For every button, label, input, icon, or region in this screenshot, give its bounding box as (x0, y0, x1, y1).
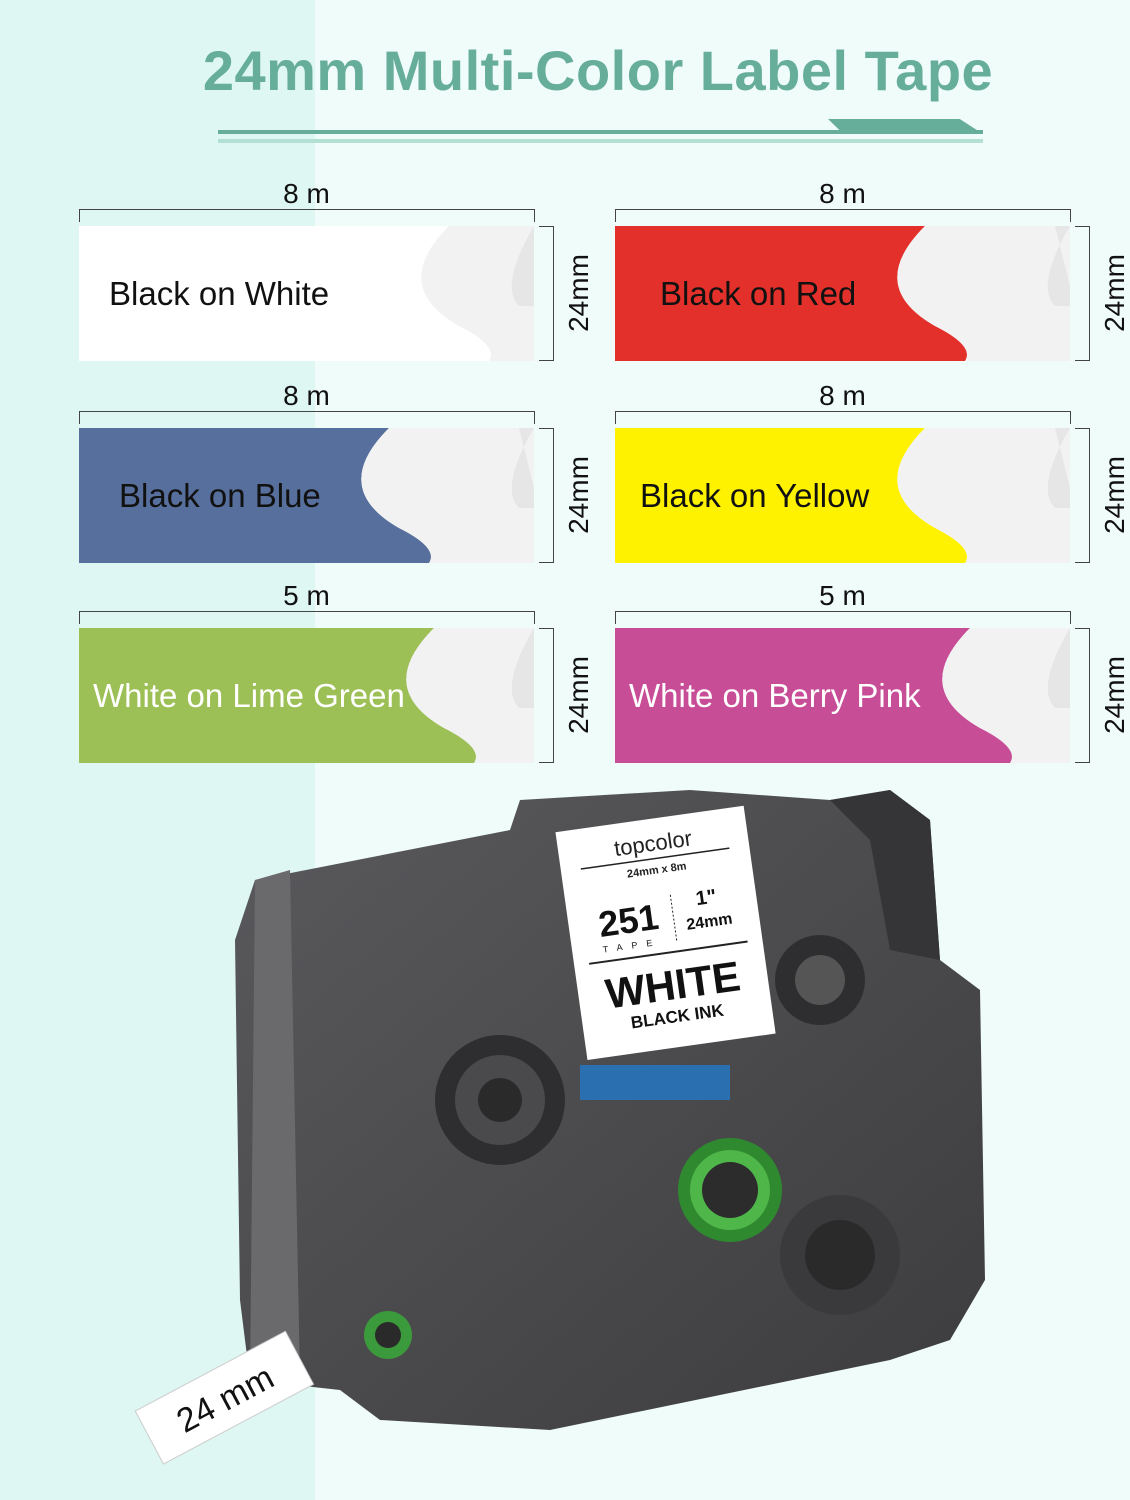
svg-text:1": 1" (694, 886, 717, 911)
title-divider (218, 130, 983, 134)
svg-text:251: 251 (596, 896, 661, 945)
width-bracket (539, 428, 554, 563)
width-bracket (1075, 226, 1090, 361)
tape-width: 24mm (1099, 455, 1130, 534)
tape-label-text: White on Berry Pink (629, 677, 921, 714)
length-bracket (615, 611, 1071, 624)
title-divider-tab (828, 119, 983, 134)
width-bracket (539, 628, 554, 763)
ink-ribbon-window (580, 1065, 730, 1100)
tape-cassette-illustration: topcolor 24mm x 8m 251 TAPE 1" 24mm WHIT… (130, 780, 1000, 1480)
tape-color-fill (615, 428, 1070, 563)
tape-strip: White on Lime Green (79, 628, 534, 763)
tape-strip: Black on Red (615, 226, 1070, 361)
small-green-gear (364, 1311, 412, 1359)
peel-backing (511, 226, 534, 306)
svg-text:24mm: 24mm (685, 911, 733, 934)
tape-out: 24 mm (134, 1330, 315, 1465)
tape-width: 24mm (563, 455, 595, 534)
length-bracket (79, 209, 535, 222)
tape-strip: White on Berry Pink (615, 628, 1070, 763)
tape-color-fill (79, 226, 534, 361)
tape-width: 24mm (1099, 655, 1130, 734)
tape-label-text: Black on Red (660, 275, 857, 312)
peel-backing (511, 428, 534, 508)
cassette-label: topcolor 24mm x 8m 251 TAPE 1" 24mm WHIT… (555, 805, 776, 1060)
length-bracket (615, 209, 1071, 222)
green-gear (678, 1138, 782, 1242)
tape-width: 24mm (563, 253, 595, 332)
tape-length: 8 m (283, 380, 330, 411)
tape-sample: 8 m Black on Yellow 24mm (615, 380, 1130, 563)
peel-backing (1047, 628, 1070, 708)
lower-hub (780, 1195, 900, 1315)
tape-strip: Black on White (79, 226, 534, 361)
page-title: 24mm Multi-Color Label Tape (202, 39, 994, 102)
tape-sample: 8 m Black on White 24mm (79, 178, 599, 361)
tape-strip: Black on Blue (79, 428, 534, 563)
tape-length: 8 m (283, 178, 330, 209)
tape-label-text: Black on Blue (119, 477, 321, 514)
tape-width: 24mm (1099, 253, 1130, 332)
tape-label-text: White on Lime Green (93, 677, 405, 714)
tape-sample: 8 m Black on Red 24mm (615, 178, 1130, 361)
title-divider-light (218, 139, 983, 143)
width-bracket (1075, 628, 1090, 763)
peel-backing (1047, 226, 1070, 306)
peel-backing (1047, 428, 1070, 508)
peel-backing (511, 628, 534, 708)
tape-length: 8 m (819, 380, 866, 411)
length-bracket (79, 611, 535, 624)
tape-color-fill (615, 628, 1070, 763)
length-bracket (615, 411, 1071, 424)
tape-width: 24mm (563, 655, 595, 734)
tape-sample: 8 m Black on Blue 24mm (79, 380, 599, 563)
tape-label-text: Black on White (109, 275, 330, 312)
tape-length: 5 m (283, 580, 330, 611)
tape-length: 5 m (819, 580, 866, 611)
length-bracket (79, 411, 535, 424)
tape-length: 8 m (819, 178, 866, 209)
tape-color-fill (79, 428, 534, 563)
width-bracket (539, 226, 554, 361)
width-bracket (1075, 428, 1090, 563)
tape-color-fill (615, 226, 1070, 361)
tape-sample: 5 m White on Lime Green 24mm (79, 580, 599, 763)
tape-label-text: Black on Yellow (640, 477, 870, 514)
tape-strip: Black on Yellow (615, 428, 1070, 563)
tape-sample: 5 m White on Berry Pink 24mm (615, 580, 1130, 763)
right-spool (775, 935, 865, 1025)
tape-color-fill (79, 628, 534, 763)
left-spool (435, 1035, 565, 1165)
